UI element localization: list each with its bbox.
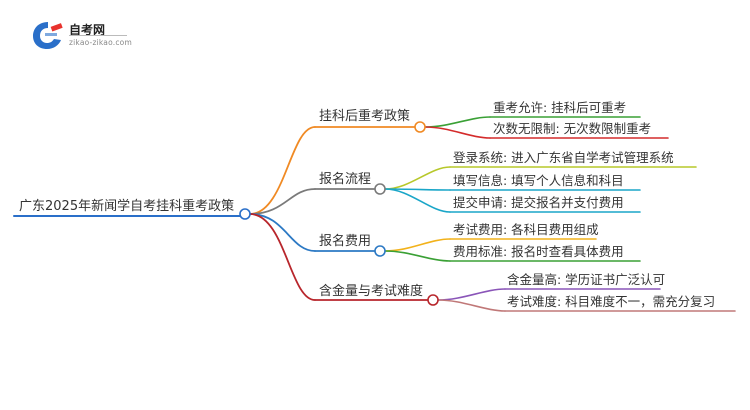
- leaf-connector-3-1: [437, 299, 506, 312]
- leaf-label-high-value: 含金量高: 学历证书广泛认可: [507, 272, 666, 287]
- leaf-connector-2-0: [384, 238, 451, 252]
- branch-node-circle-3: [427, 294, 439, 306]
- leaf-connector-2-1: [384, 250, 451, 262]
- leaf-label-exam-difficulty: 考试难度: 科目难度不一，需充分复习: [507, 294, 716, 309]
- branch-connector-0: [249, 126, 316, 215]
- branch-node-circle-1: [374, 183, 386, 195]
- branch-label-registration-process: 报名流程: [319, 172, 372, 187]
- logo-divider: [69, 35, 127, 36]
- branch-node-circle-0: [414, 121, 426, 133]
- leaf-label-fee-standard: 费用标准: 报名时查看具体费用: [453, 244, 624, 259]
- leaf-label-submit-application: 提交申请: 提交报名并支付费用: [453, 195, 624, 210]
- leaf-label-login-system: 登录系统: 进入广东省自学考试管理系统: [453, 150, 674, 165]
- root-node-label: 广东2025年新闻学自考挂科重考政策: [19, 199, 235, 214]
- leaf-label-exam-fee: 考试费用: 各科目费用组成: [453, 222, 599, 237]
- branch-connector-1: [249, 188, 316, 215]
- branch-node-circle-2: [374, 245, 386, 257]
- root-node-circle: [239, 208, 251, 220]
- leaf-label-retake-allowed: 重考允许: 挂科后可重考: [493, 100, 627, 115]
- leaf-connector-3-0: [437, 288, 506, 301]
- logo-title: 自考网: [69, 23, 106, 37]
- leaf-label-fill-info: 填写信息: 填写个人信息和科目: [453, 173, 624, 188]
- branch-connector-2: [249, 213, 316, 252]
- branch-label-retake-policy: 挂科后重考政策: [319, 109, 411, 124]
- leaf-connector-0-1: [424, 126, 491, 139]
- branch-label-registration-fee: 报名费用: [319, 234, 372, 249]
- leaf-connector-1-2: [384, 188, 451, 213]
- leaf-connector-1-0: [384, 166, 451, 190]
- site-logo: 自考网 zikao-zikao.com: [30, 18, 140, 52]
- logo-mark-icon: [33, 22, 63, 49]
- branch-connector-3: [249, 213, 316, 301]
- logo-url: zikao-zikao.com: [69, 38, 132, 47]
- leaf-label-unlimited-times: 次数无限制: 无次数限制重考: [493, 121, 652, 136]
- leaf-connector-0-0: [424, 116, 491, 128]
- branch-label-value-difficulty: 含金量与考试难度: [319, 284, 424, 299]
